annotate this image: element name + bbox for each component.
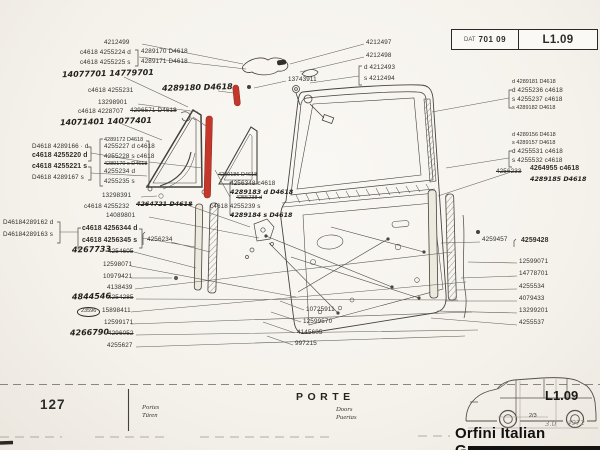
- part-label: 4266790: [69, 327, 110, 338]
- part-label: c4618 4255239 s: [210, 203, 261, 210]
- title-de: Türen: [142, 412, 158, 420]
- section-title: PORTE: [296, 391, 355, 403]
- catalog-ref-number: 701 09: [478, 35, 507, 44]
- part-label: c4618 4255224 d: [80, 49, 131, 56]
- part-label: d 4289156 D4618: [512, 132, 556, 138]
- part-label: 4255627: [107, 342, 133, 349]
- part-label: 12599071: [519, 258, 549, 265]
- part-label: D46184289162 d: [3, 219, 54, 226]
- part-label: 4264721 D4618: [136, 200, 193, 208]
- part-label: 4145605: [297, 329, 323, 336]
- part-label: 4212498: [366, 52, 392, 59]
- part-label: 2/3: [529, 413, 537, 419]
- part-label: D46184289163 s: [3, 231, 54, 238]
- part-label: 4212499: [104, 39, 130, 46]
- part-label: d 4289181 D4618: [512, 79, 556, 85]
- part-label: 4255534: [519, 283, 545, 290]
- part-label: 4264955 c4618: [530, 165, 580, 172]
- part-label: 4289186 D4618: [218, 172, 258, 178]
- part-label: 4289171 D4618: [141, 58, 188, 65]
- part-label: d 4255531 c4618: [512, 148, 563, 155]
- footer-lang-right: Doors Puertas: [336, 406, 357, 422]
- title-en: Doors: [336, 406, 353, 413]
- brand-watermark: Orfini Italian Garage: [455, 425, 546, 450]
- page-number: 127: [40, 397, 66, 412]
- part-label: 4259428: [521, 237, 549, 244]
- part-label: 14071401 14077401: [59, 115, 152, 128]
- part-label: 4289172 D4618: [104, 137, 144, 143]
- part-label: 12599570: [303, 318, 333, 325]
- part-label: 4256234: [147, 236, 173, 243]
- part-label: 4255537: [519, 319, 545, 326]
- part-label: c4618 4255231: [88, 87, 134, 94]
- part-label: c4618 4255220 d: [32, 152, 88, 159]
- part-label: 4255234 d: [104, 168, 136, 175]
- part-label: 12598071: [103, 261, 133, 268]
- part-label: 4289170 s D4618: [104, 161, 148, 167]
- part-label: 4256348 c4618: [230, 180, 276, 187]
- part-label: 4255227 d c4618: [104, 143, 155, 150]
- part-label: 14778701: [519, 270, 549, 277]
- part-label: 4267733: [71, 244, 112, 255]
- part-label: 4256233: [496, 168, 522, 175]
- part-label: 4289184 s D4618: [230, 211, 293, 219]
- part-label: 13743911: [288, 76, 317, 83]
- part-label: 4254605: [108, 248, 134, 255]
- part-label: 4972: [567, 419, 585, 427]
- part-label: 4255235 s: [104, 178, 135, 185]
- part-label: 4296052: [108, 330, 134, 337]
- part-label: 4255238 d: [236, 195, 262, 201]
- part-label: 4289183 d D4618: [230, 188, 294, 196]
- part-label: 23596: [77, 307, 101, 317]
- catalog-ref-cell: DAT 701 09: [452, 30, 519, 49]
- header-ref-box: DAT 701 09 L1.09: [451, 29, 598, 50]
- part-label: c4618 4256344 d: [82, 225, 138, 232]
- part-label: D4618 4289167 s: [32, 174, 84, 181]
- part-label: 4255228 s c4618: [104, 153, 155, 160]
- sheet-code: L1.09: [545, 388, 579, 403]
- part-label: 4254285: [108, 294, 134, 301]
- part-label: D4618 4289166 · d: [32, 143, 89, 150]
- part-label: c4618 4228707: [78, 108, 124, 115]
- part-label: 15898411: [102, 307, 131, 314]
- part-label: s 4255532 c4618: [512, 157, 563, 164]
- part-label: 10725911: [306, 306, 335, 313]
- part-label: d 4255236 c4618: [512, 87, 563, 94]
- part-label: 4259457: [482, 236, 508, 243]
- part-label: c4618 4255225 s: [80, 59, 131, 66]
- part-label: c4618 4255232: [84, 203, 130, 210]
- part-label: s 4289182 D4618: [512, 105, 556, 111]
- part-label: 4212497: [366, 39, 392, 46]
- part-label: c4618 4256345 s: [82, 237, 138, 244]
- footer-lang-left: Portes Türen: [142, 404, 159, 420]
- part-label: 14077701 14779701: [61, 67, 154, 80]
- part-label: 13298901: [98, 99, 128, 106]
- part-label: c4618 4255221 s: [32, 163, 88, 170]
- table-code: L1.09: [542, 33, 574, 46]
- part-label: 13299201: [519, 307, 549, 314]
- part-label: s 4289157 D4618: [512, 140, 556, 146]
- part-label: 4844546: [71, 291, 112, 302]
- part-label: 3.0: [545, 420, 557, 428]
- part-label: 4289170 D4618: [141, 48, 188, 55]
- part-label: 4289185 D4618: [530, 175, 587, 183]
- title-fr: Portes: [142, 404, 160, 411]
- part-label: 4296571 D4618: [130, 107, 177, 114]
- part-label: 4138439: [107, 284, 133, 291]
- part-label: 4079433: [519, 295, 545, 302]
- part-label: 10979421: [103, 273, 133, 280]
- catalog-ref-label: DAT: [463, 36, 476, 43]
- part-label: 997215: [295, 340, 317, 347]
- title-es: Puertas: [336, 414, 357, 422]
- part-label: d 4212493: [364, 64, 396, 71]
- part-label: s 4212494: [364, 75, 395, 82]
- part-label: 4289180 D4618: [161, 82, 233, 93]
- part-label: 12599171: [104, 319, 134, 326]
- part-label: 14089801: [106, 212, 136, 219]
- part-label: 13298391: [102, 192, 132, 199]
- part-label: s 4255237 c4618: [512, 96, 563, 103]
